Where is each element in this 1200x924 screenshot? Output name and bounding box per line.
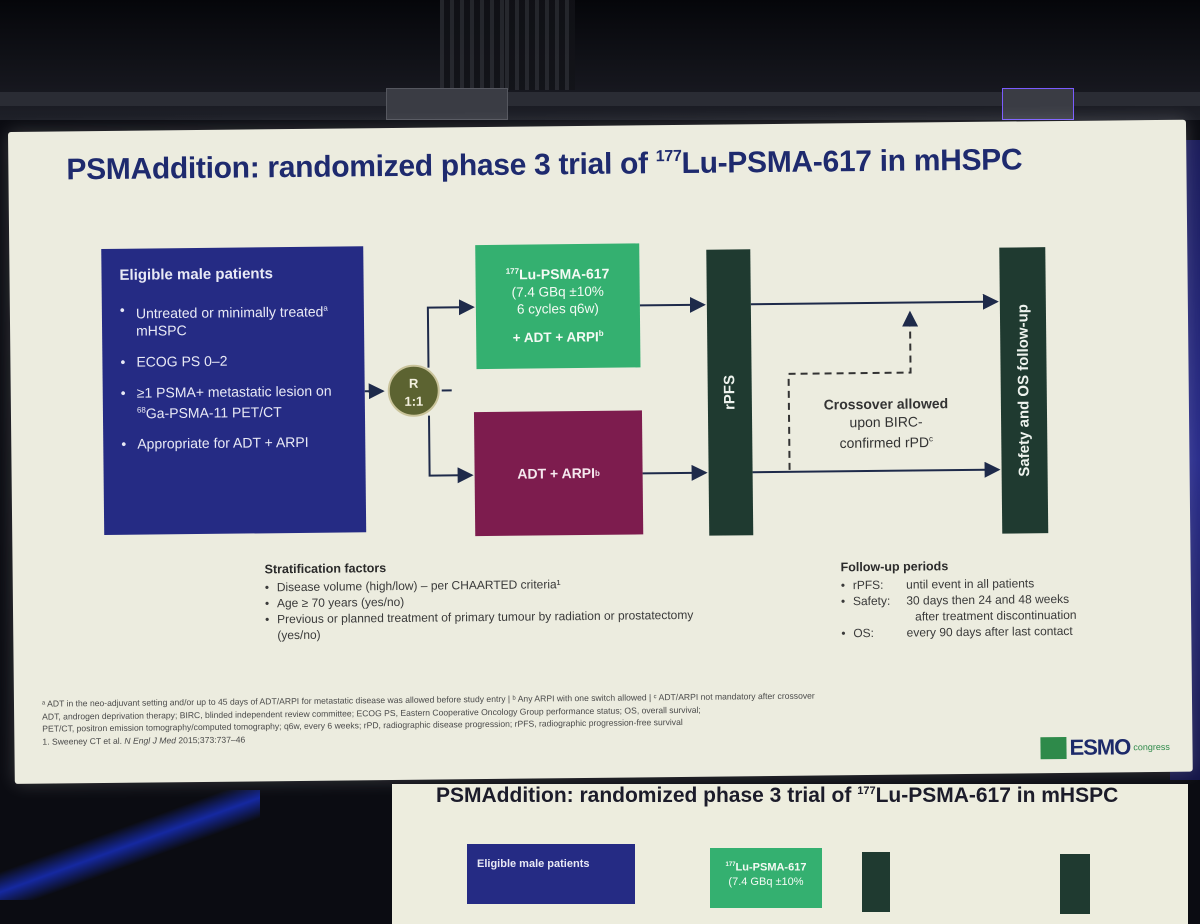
- follow-up-periods: Follow-up periods rPFS: until event in a…: [841, 556, 1122, 641]
- lu-arm-cycles: 6 cycles q6w): [476, 299, 640, 318]
- arrow-rpfs-to-safety-bottom: [753, 470, 999, 473]
- eligibility-item: Appropriate for ADT + ARPI: [121, 434, 347, 453]
- arrow-adt-to-rpfs: [643, 473, 706, 474]
- follow-up-item: OS: every 90 days after last contact: [841, 622, 1121, 641]
- safety-os-label: Safety and OS follow-up: [1014, 304, 1033, 477]
- lu-arm-dose: (7.4 GBq ±10%: [476, 282, 640, 301]
- arrow-lu-to-rpfs: [640, 305, 704, 306]
- secondary-screen: PSMAddition: randomized phase 3 trial of…: [392, 784, 1188, 924]
- eligibility-item: Untreated or minimally treateda mHSPC: [120, 299, 346, 339]
- rpfs-label: rPFS: [721, 375, 738, 410]
- follow-up-item: Safety: 30 days then 24 and 48 weeksafte…: [841, 590, 1121, 625]
- lighting-rig: [440, 0, 510, 90]
- arrow-rpfs-to-safety-top: [751, 302, 997, 305]
- randomization-circle: R 1:1: [387, 364, 440, 417]
- safety-os-bar: Safety and OS follow-up: [999, 247, 1048, 533]
- stratification-item: Previous or planned treatment of primary…: [265, 607, 695, 644]
- esmo-logo: ESMO congress: [1040, 734, 1170, 761]
- follow-up-heading: Follow-up periods: [841, 556, 1121, 575]
- arrow-to-lu-arm: [428, 307, 474, 367]
- secondary-rpfs-bar: [862, 852, 890, 912]
- lu-arm-combo: + ADT + ARPIb: [476, 324, 640, 346]
- crossover-note: Crossover allowed upon BIRC- confirmed r…: [786, 394, 987, 453]
- stage-light-glow: [0, 790, 260, 900]
- lu-psma-arm-box: 177Lu-PSMA-617 (7.4 GBq ±10% 6 cycles q6…: [475, 243, 640, 369]
- stage-ceiling: [0, 0, 1200, 120]
- ceiling-fixture: [1002, 88, 1074, 120]
- secondary-lu-arm-box: 177Lu-PSMA-617 (7.4 GBq ±10%: [710, 848, 822, 908]
- rpfs-bar: rPFS: [706, 249, 753, 535]
- ceiling-fixture: [386, 88, 508, 120]
- eligibility-item: ECOG PS 0–2: [120, 351, 346, 370]
- eligibility-item: ≥1 PSMA+ metastatic lesion on 68Ga-PSMA-…: [121, 382, 347, 422]
- logo-mark: [1040, 737, 1066, 759]
- eligibility-list: Untreated or minimally treateda mHSPC EC…: [120, 299, 348, 453]
- lu-arm-name: 177Lu-PSMA-617: [475, 261, 639, 283]
- stratification-heading: Stratification factors: [265, 557, 695, 578]
- presentation-slide: PSMAddition: randomized phase 3 trial of…: [8, 120, 1193, 784]
- secondary-safety-bar: [1060, 854, 1090, 914]
- eligibility-heading: Eligible male patients: [119, 264, 345, 283]
- eligibility-box: Eligible male patients Untreated or mini…: [101, 246, 366, 535]
- lighting-rig: [505, 0, 575, 90]
- secondary-title: PSMAddition: randomized phase 3 trial of…: [436, 784, 1118, 808]
- arrow-to-adt-arm: [429, 415, 472, 475]
- secondary-eligibility-box: Eligible male patients: [467, 844, 635, 904]
- stratification-factors: Stratification factors Disease volume (h…: [265, 557, 696, 643]
